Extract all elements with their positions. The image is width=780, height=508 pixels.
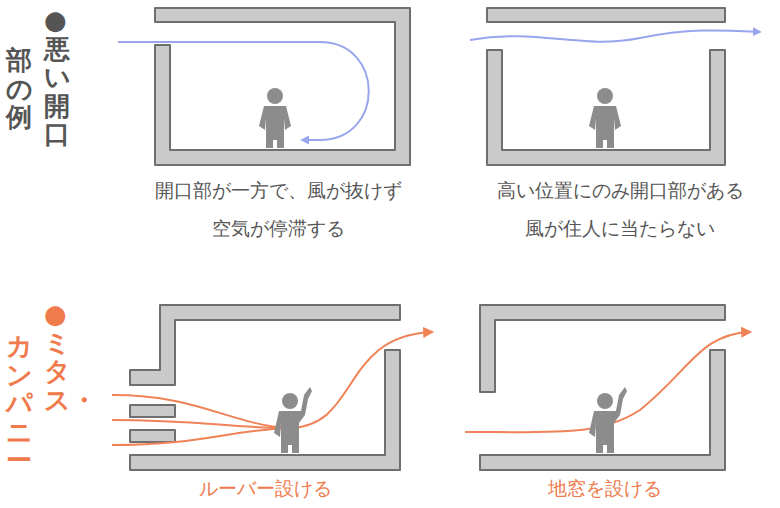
walls <box>130 8 725 470</box>
airflow <box>112 30 760 445</box>
caption-text: 高い位置にのみ開口部がある <box>497 178 744 203</box>
section-heading: ●ミタス・ <box>44 300 70 414</box>
caption-text: 空気が停滞する <box>212 216 345 241</box>
section-heading: カンパニー <box>6 332 32 475</box>
caption-text: ルーバー設ける <box>199 476 332 501</box>
caption-text: 地窓を設ける <box>548 476 662 501</box>
caption-text: 風が住人に当たらない <box>525 216 715 241</box>
caption-text: 開口部が一方で、風が抜けず <box>155 178 402 203</box>
section-heading: 部の例 <box>6 46 32 132</box>
residents <box>259 88 627 453</box>
section-heading: ●悪い開口 <box>44 6 70 149</box>
